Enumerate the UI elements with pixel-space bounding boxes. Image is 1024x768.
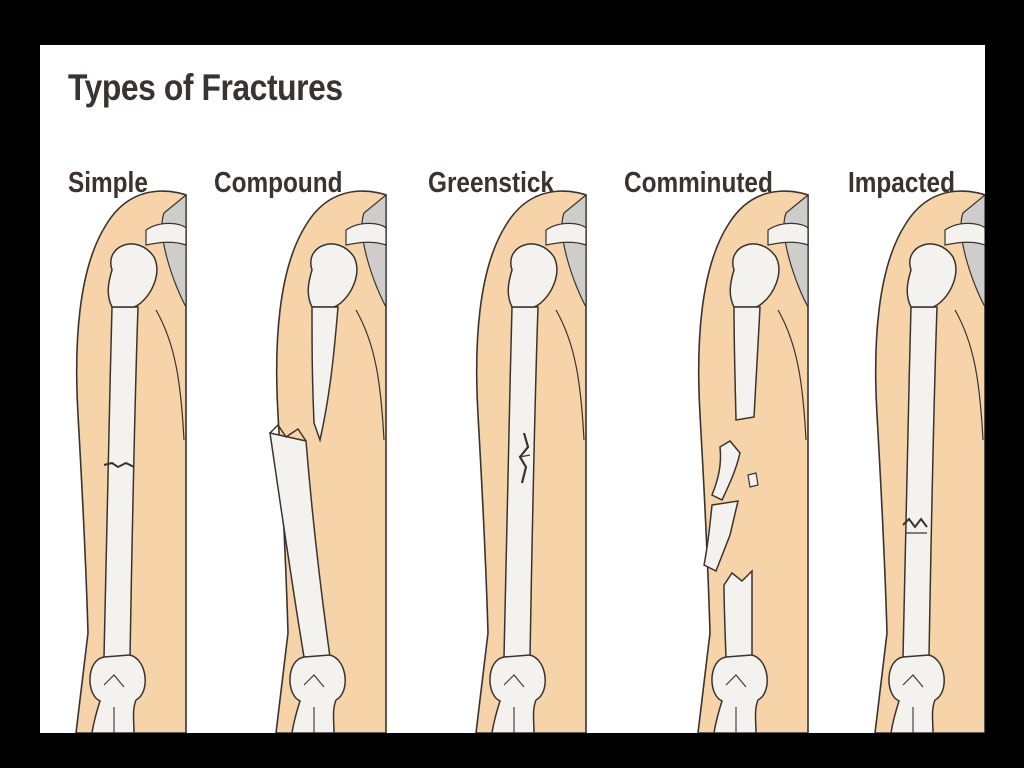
page-title: Types of Fractures	[68, 67, 343, 108]
label-comminuted: Comminuted	[624, 167, 773, 199]
illustration-panel: Types of Fractures Simple Compound Green…	[40, 45, 985, 733]
label-greenstick: Greenstick	[428, 167, 554, 199]
label-simple: Simple	[68, 167, 148, 199]
figure-compound	[269, 190, 387, 733]
label-impacted: Impacted	[848, 167, 955, 199]
figure-simple	[75, 190, 187, 733]
figure-impacted	[874, 190, 985, 733]
label-compound: Compound	[214, 167, 343, 199]
figure-comminuted	[697, 190, 809, 733]
fracture-figures	[75, 190, 985, 733]
figure-greenstick	[475, 190, 587, 733]
